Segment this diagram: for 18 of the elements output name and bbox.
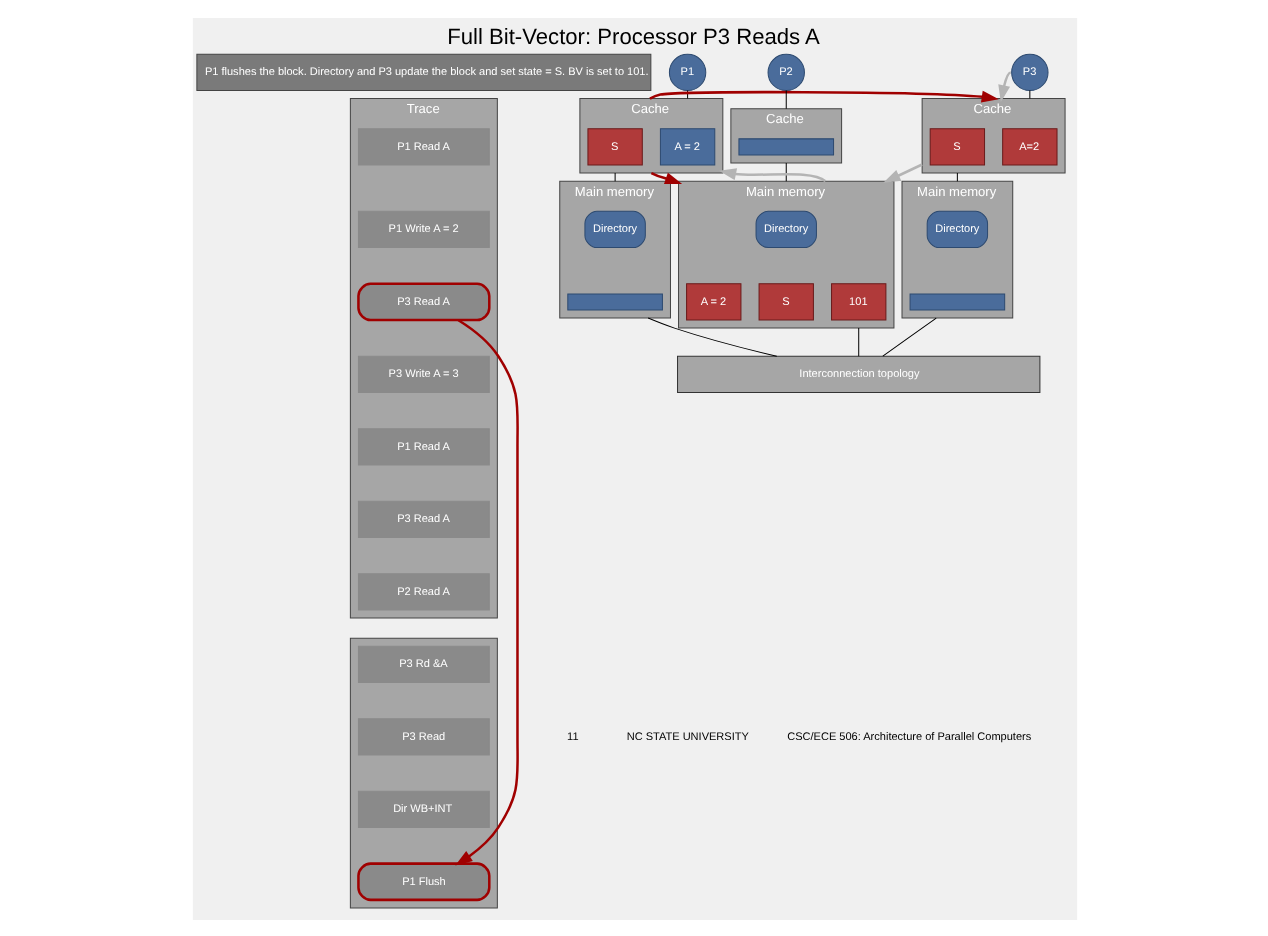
node-bar (566, 292, 662, 310)
connector (646, 316, 777, 356)
arrow (649, 170, 682, 184)
connector (784, 89, 786, 109)
diagram-title: Full Bit-Vector: Processor P3 Reads A (446, 24, 819, 49)
node-bar (908, 292, 1005, 310)
arrow (718, 167, 826, 182)
connector (613, 171, 615, 181)
arrow (454, 318, 518, 865)
connector (1028, 89, 1030, 99)
connector (857, 326, 859, 356)
connector (955, 171, 957, 181)
cluster (348, 636, 497, 908)
connector (881, 316, 936, 356)
connector (784, 161, 786, 181)
arrow (997, 70, 1011, 102)
node-bar (737, 137, 834, 155)
arrow (882, 162, 922, 182)
